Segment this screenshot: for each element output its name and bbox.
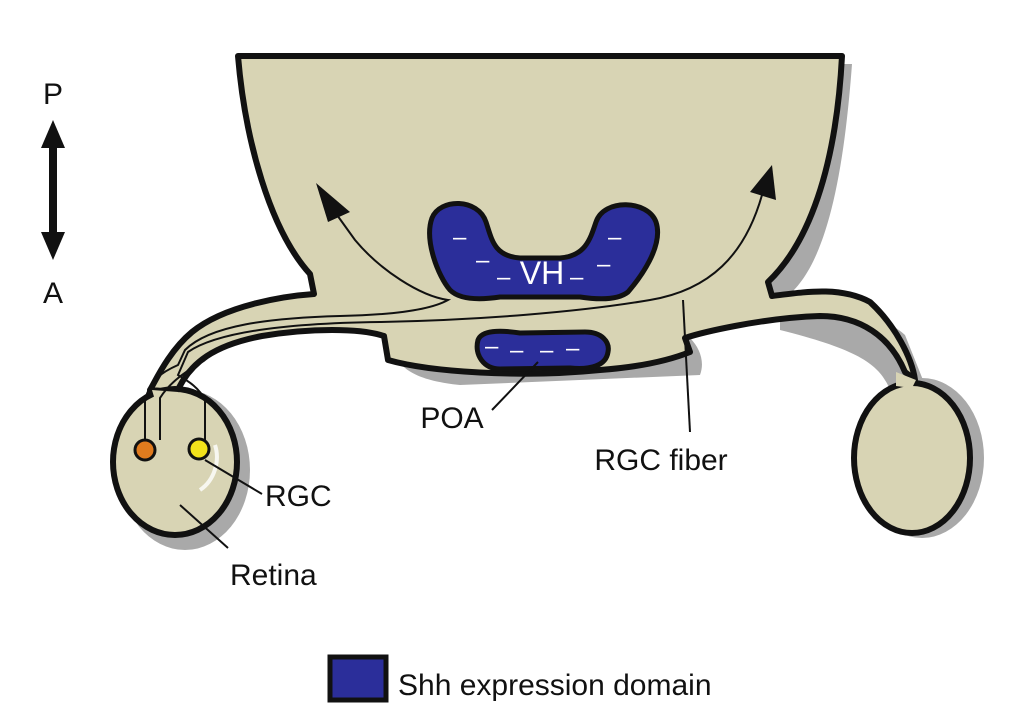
svg-text:–: –: [540, 337, 554, 364]
right-optic-stalk: [896, 372, 916, 388]
rgc-fiber-label: RGC fiber: [594, 444, 727, 477]
brain-tissue: [147, 53, 918, 395]
legend-swatch: [327, 654, 389, 703]
orientation-bottom-label: A: [43, 277, 63, 310]
svg-text:–: –: [510, 337, 524, 364]
poa-shh-domain: [474, 328, 611, 372]
left-fiber-arrowhead: [316, 183, 350, 222]
svg-text:–: –: [497, 264, 511, 291]
right-fiber-arrowhead: [750, 165, 776, 200]
svg-text:–: –: [570, 264, 584, 291]
legend-label: Shh expression domain: [398, 669, 712, 702]
retina-label: Retina: [230, 559, 317, 592]
svg-text:–: –: [476, 247, 490, 274]
rgc-label: RGC: [265, 480, 332, 513]
vh-label: VH: [520, 255, 564, 291]
left-optic-stalk: [152, 390, 178, 400]
orientation-top-label: P: [43, 78, 63, 111]
rgc-fibers: [144, 194, 763, 440]
poa-label: POA: [420, 402, 483, 435]
orientation-arrow: [41, 120, 65, 260]
shh-minus-marks: – – – – – – – – – –: [453, 224, 622, 364]
rgc-cell-orange: [133, 438, 157, 462]
svg-text:–: –: [566, 335, 580, 362]
svg-text:–: –: [485, 333, 499, 360]
svg-text:–: –: [597, 251, 611, 278]
vh-shh-domain: [427, 201, 660, 302]
leader-lines: [179, 299, 691, 549]
rgc-cell-yellow: [187, 437, 211, 461]
svg-text:–: –: [453, 224, 467, 251]
right-retina: [851, 380, 973, 536]
svg-text:–: –: [608, 224, 622, 251]
left-retina-highlight: [198, 444, 219, 492]
